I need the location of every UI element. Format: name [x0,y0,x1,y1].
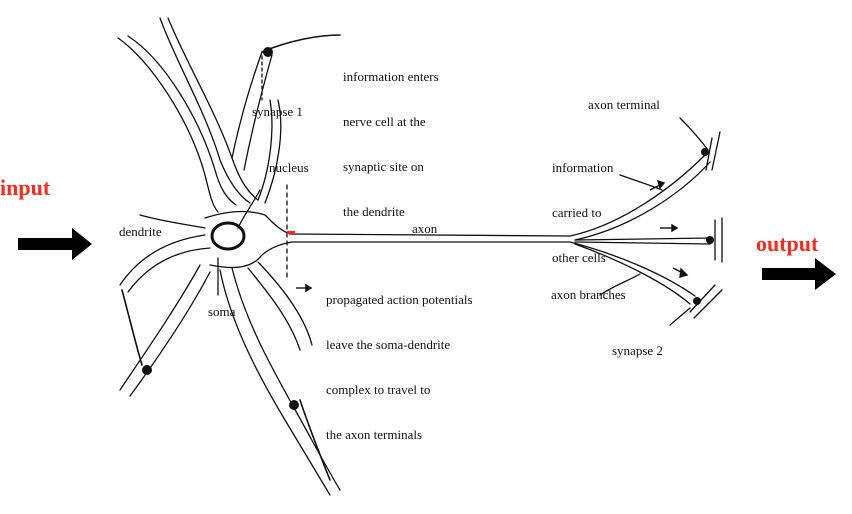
info-enters-line-4: the dendrite [343,204,405,219]
propagated-text: propagated action potentials leave the s… [326,262,473,472]
info-enters-line-2: nerve cell at the [343,114,426,129]
axon-label: axon [412,221,438,236]
nucleus-label: nucleus [269,160,309,175]
axon-branch-middle [574,237,711,241]
synapse-1-label: synapse 1 [252,104,303,119]
soma-label: soma [208,304,236,319]
dendrite-lower-left [119,264,201,391]
dendrite-lower-middle [219,269,331,496]
synapse-2-label: synapse 2 [612,343,663,358]
terminal-upper [705,137,713,171]
axon-terminal-label: axon terminal [588,97,660,112]
terminal-lower [689,284,716,313]
propagated-line-1: propagated action potentials [326,292,473,307]
output-label: output [756,231,819,256]
axon-branch-lower [569,241,696,297]
info-carried-line-1: information [552,160,614,175]
propagated-line-4: the axon terminals [326,427,423,442]
propagated-line-2: leave the soma-dendrite [326,337,451,352]
dendrite-upper-center [159,17,251,204]
axon-top [289,233,571,237]
info-carried-line-2: carried to [552,205,602,220]
axon-branch-upper [569,154,706,237]
info-carried-text: information carried to other cells [552,130,613,295]
nucleus-shape [210,221,246,251]
dendrite-upper-left [117,37,219,213]
input-label: input [0,175,51,200]
soma-outline [204,210,291,235]
synapse-1-blob [263,47,273,57]
dendrite-label: dendrite [119,224,162,239]
info-enters-text: information enters nerve cell at the syn… [343,39,439,249]
dendrite-left [119,234,206,286]
info-enters-line-3: synaptic site on [343,159,424,174]
axon-branches-label: axon branches [551,287,626,302]
info-enters-line-1: information enters [343,69,439,84]
input-arrow [18,228,92,260]
output-arrow [762,258,836,290]
propagated-line-3: complex to travel to [326,382,431,397]
info-carried-line-3: other cells [552,250,606,265]
